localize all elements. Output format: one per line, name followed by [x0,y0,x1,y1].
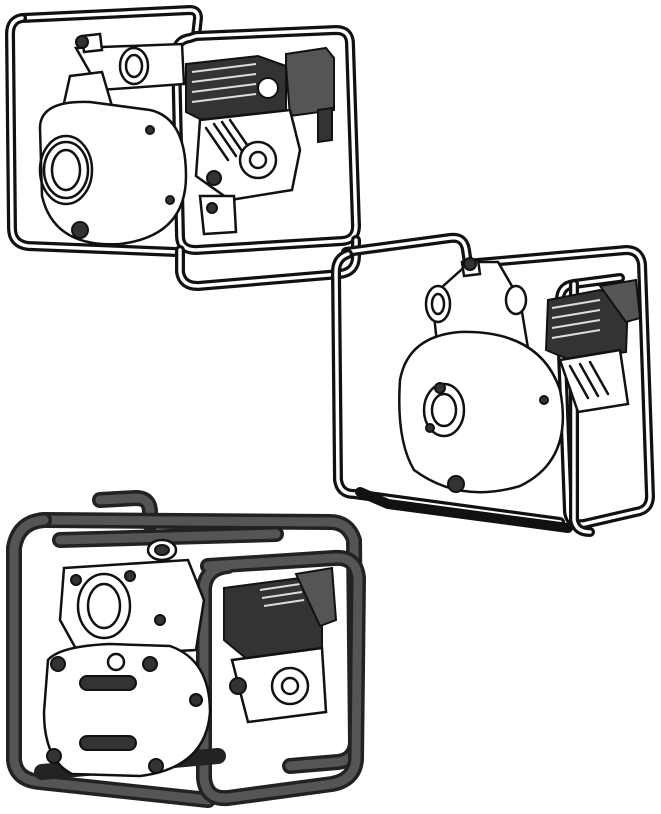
pump-2-engine [544,278,642,414]
pump-3-pump-body [42,538,212,778]
pump-1-frame [5,5,361,291]
pump-2-frame [331,232,655,537]
pump-2-pump-body [398,257,565,494]
pump-1 [5,5,361,291]
pump-1-pump-body [38,32,188,246]
pump-3-engine [223,566,338,724]
pump-1-engine [185,46,335,236]
pump-2 [331,232,655,537]
pump-3 [6,490,366,808]
